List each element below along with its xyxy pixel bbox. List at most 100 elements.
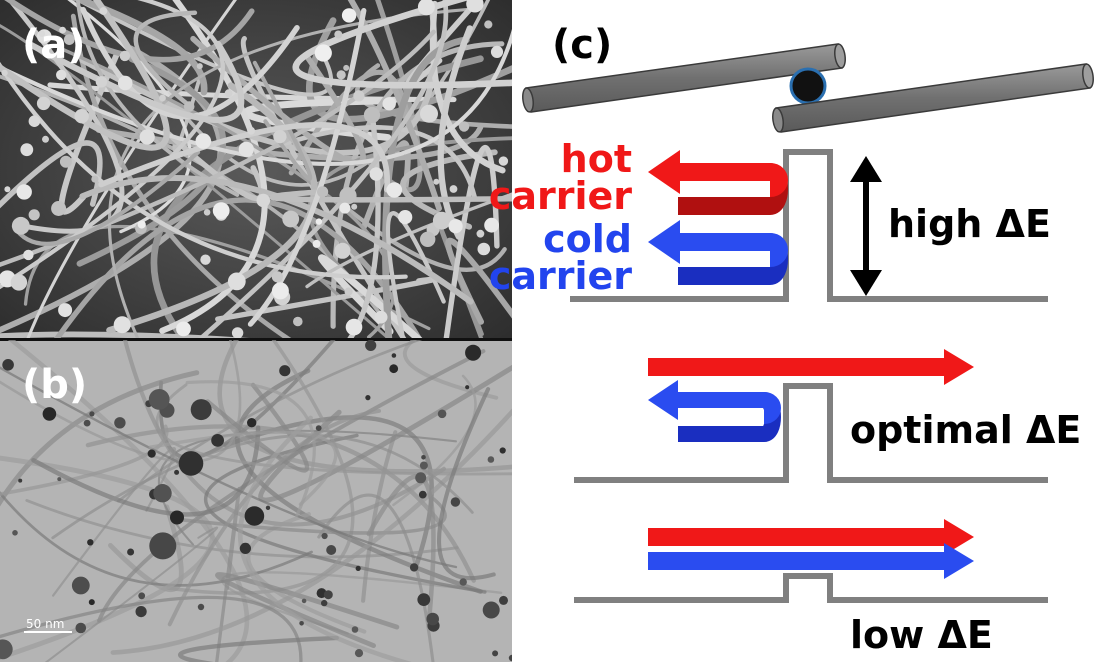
sem-bead [36,96,51,111]
tem-particle [170,510,184,525]
tem-particle [499,447,506,454]
tem-particle [419,461,428,470]
tem-particle [487,456,495,463]
tem-particle [190,399,212,421]
tem-fiber [437,387,496,581]
cold-carrier-transmit-arrow-low [648,543,974,579]
tem-fiber [178,635,339,662]
sem-beads [0,0,509,338]
sem-bead [341,8,357,23]
sem-bead [343,64,350,71]
tem-fiber [0,370,200,507]
tem-particle [265,505,271,510]
sem-bead [398,210,413,225]
sem-bead [339,202,351,214]
tem-particle [148,389,170,410]
tem-particle [83,419,91,427]
tem-particle [321,599,328,607]
sem-bead [119,50,131,62]
tem-particle [299,621,304,626]
sem-bead [432,211,451,230]
tem-particle [75,622,87,634]
sem-fiber [437,25,473,240]
sem-bead [315,218,323,225]
sem-bead [59,26,66,34]
sem-bead [200,254,211,265]
tem-particle [389,364,399,374]
tem-particle [409,563,419,572]
sem-bead [344,287,353,296]
sem-bead [63,34,75,45]
sem-fiber [197,0,449,338]
tem-particle [301,598,307,604]
tem-fiber [52,447,177,597]
sem-bead [271,271,283,283]
tem-particle [279,365,291,377]
sem-fiber [318,254,423,338]
sem-bead [420,231,436,247]
sem-bead [449,185,458,193]
panel-b-tem-image: 50 nm [0,340,512,662]
tem-fiber [167,409,382,627]
sem-bead [74,109,89,124]
sem-fiber [443,145,500,338]
sem-bead [345,318,363,336]
sem-bead [484,20,493,29]
tem-particle [465,385,470,390]
sem-bead [282,210,300,228]
optimal-barrier-scenario: optimal ΔE [574,349,1081,483]
sem-fiber [58,50,121,215]
sem-fiber [252,60,313,181]
tem-fiber [44,526,218,662]
tem-fiber [0,595,303,662]
sem-bead [271,282,289,300]
sem-bead [382,97,396,111]
sem-bead [95,76,108,88]
tem-background [0,341,512,662]
tem-fiber [7,340,250,662]
tem-particle [138,592,146,600]
tem-particle [421,455,426,460]
tem-particle [2,359,14,371]
tem-particle [127,548,135,556]
panel-a-label: (a) [22,22,86,68]
tem-particle [135,606,147,618]
optimal-delta-e-label: optimal ΔE [850,408,1081,452]
sem-bead [339,187,357,205]
sem-bead [196,63,203,70]
sem-bead [1,69,8,77]
tem-particle [323,590,333,600]
tem-particle [365,395,371,401]
sem-bead [458,121,470,132]
sem-bead [369,167,383,181]
scale-bar-label: 50 nm [26,617,64,631]
optimal-barrier-profile [574,383,1048,483]
sem-bead [490,45,504,59]
tem-particle [239,542,251,555]
tem-particle [492,650,499,657]
sem-fiber [385,211,446,338]
tem-particle [326,545,337,555]
sem-bead [38,30,46,37]
panel-b-label: (b) [22,362,87,408]
low-delta-e-label: low ΔE [850,613,993,657]
tem-particle [178,451,204,476]
sem-bead [20,143,34,157]
low-barrier-profile [574,573,1048,603]
sem-fiber [11,150,201,246]
tem-particle [0,639,13,660]
nanowire-junction [522,43,1094,133]
sem-fiber [4,0,255,63]
sem-bead [139,129,155,145]
hot-carrier-transmit-arrow [648,349,974,385]
sem-bead [23,249,34,261]
sem-bead [58,303,73,318]
sem-bead [4,186,11,193]
sem-bead [11,216,30,235]
tem-particle [57,477,62,482]
sem-bead [195,133,212,149]
sem-bead [256,193,271,208]
sem-bead [247,126,256,135]
tem-particle [147,449,156,458]
